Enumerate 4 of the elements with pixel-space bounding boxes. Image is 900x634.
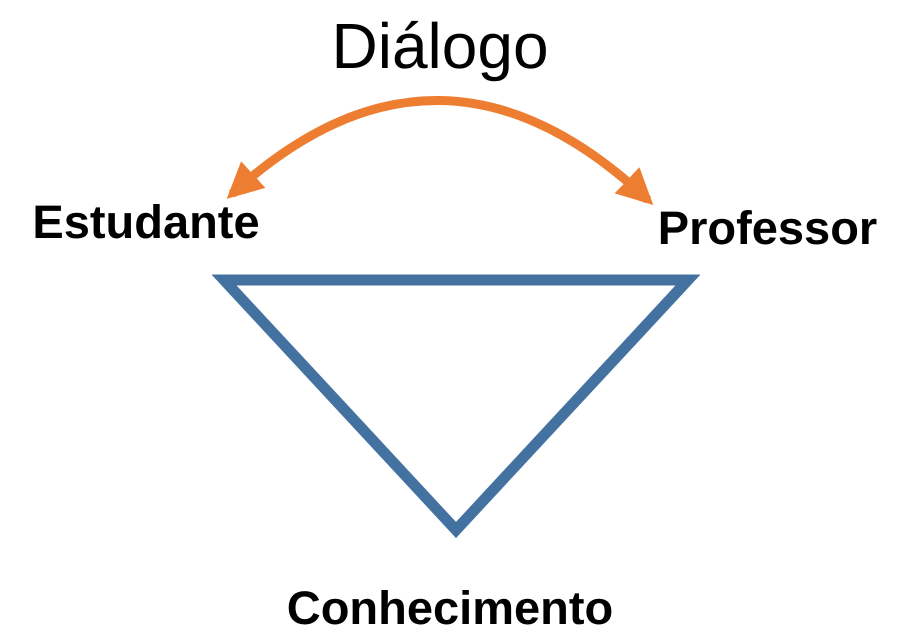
node-label: Conhecimento xyxy=(250,580,650,634)
node-label: Estudante xyxy=(8,194,284,250)
node-label: Professor xyxy=(640,200,895,256)
curved-double-arrow xyxy=(226,96,654,205)
